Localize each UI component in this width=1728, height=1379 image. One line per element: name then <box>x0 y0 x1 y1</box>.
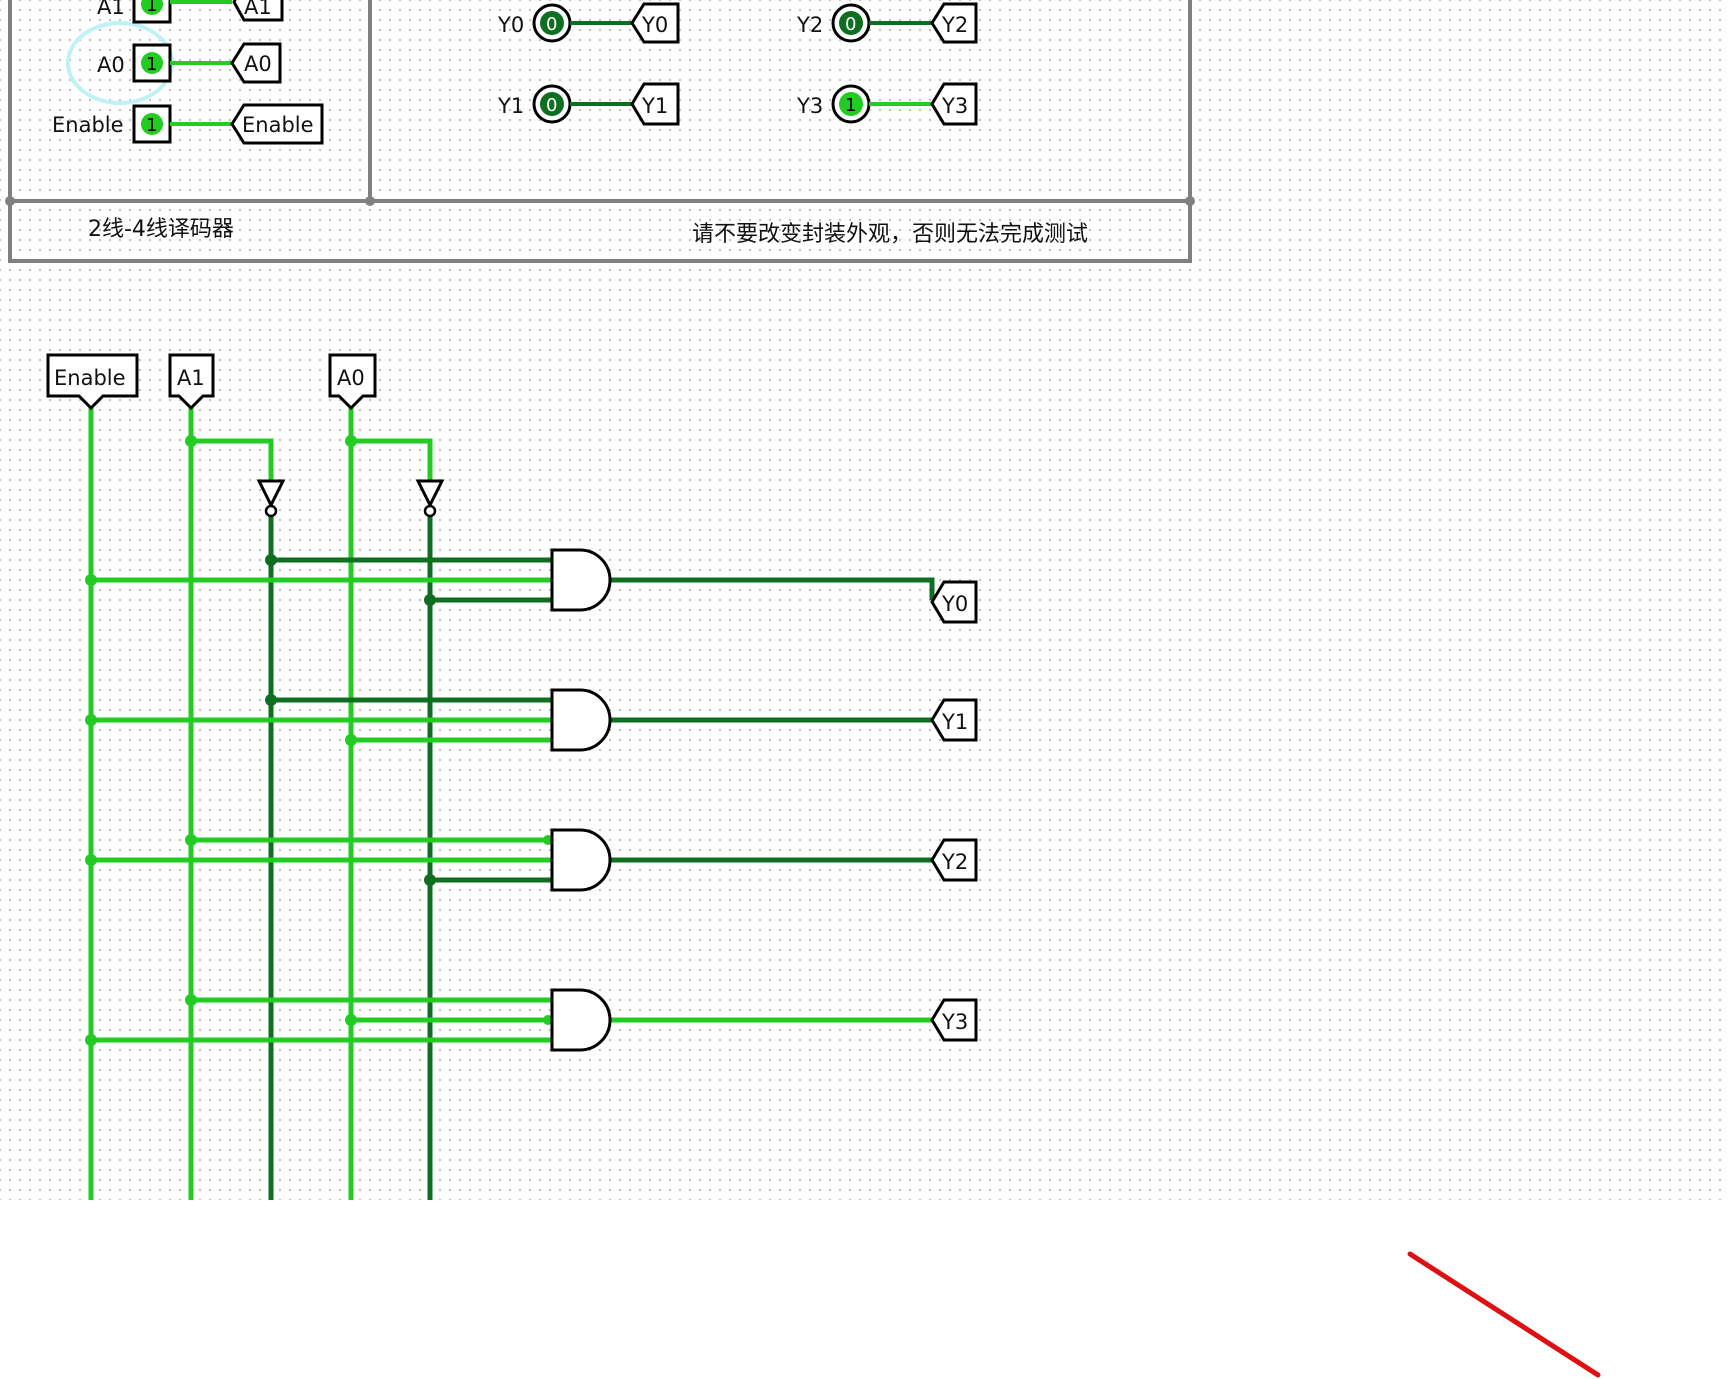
and-gate-y3[interactable] <box>550 988 612 1052</box>
package-appearance: A1 1 A1 A0 1 A0 Enable 1 Enable <box>5 0 1195 263</box>
tunnel-label: Enable <box>242 113 314 137</box>
tunnel-label: A0 <box>244 52 272 76</box>
tunnel-label: Y1 <box>941 710 968 734</box>
tunnel-label: A1 <box>244 0 272 19</box>
junction-dot <box>365 196 375 206</box>
tunnel-label: Y3 <box>941 1010 968 1034</box>
input-pin-a0[interactable]: A0 1 A0 <box>97 42 282 84</box>
output-pin-label: Y1 <box>497 94 524 118</box>
tunnel-y0[interactable]: Y0 <box>930 580 978 624</box>
output-pin-label: Y2 <box>796 13 823 37</box>
junction-dot <box>1185 196 1195 206</box>
output-pin-y2[interactable]: Y2 0 Y2 <box>796 2 978 44</box>
tunnel-label: Y0 <box>641 13 668 37</box>
input-pin-value: 1 <box>146 54 157 75</box>
output-pin-value: 0 <box>546 14 557 35</box>
tunnel-label: A0 <box>337 366 365 390</box>
a0-to-not-wire[interactable] <box>351 438 433 480</box>
tunnel-y1[interactable]: Y1 <box>930 698 978 742</box>
not-gate-a1[interactable] <box>256 479 286 518</box>
tunnel-label: A1 <box>177 366 205 390</box>
output-pin-y0[interactable]: Y0 0 Y0 <box>497 2 680 44</box>
blank-area <box>0 1200 1728 1379</box>
package-title: 2线-4线译码器 <box>88 217 234 242</box>
tunnel-label: Y2 <box>941 13 968 37</box>
input-pin-label: A1 <box>97 0 125 19</box>
output-pin-label: Y3 <box>796 94 823 118</box>
tunnel-label: Enable <box>54 366 126 390</box>
input-pin-a1[interactable]: A1 1 A1 <box>97 0 284 24</box>
tunnel-a1[interactable]: A1 <box>168 353 215 411</box>
output-pin-label: Y0 <box>497 13 524 37</box>
y0-output-wire[interactable] <box>610 577 935 600</box>
input-pin-label: Enable <box>52 113 124 137</box>
output-pin-value: 0 <box>845 14 856 35</box>
tunnel-y2[interactable]: Y2 <box>930 838 978 882</box>
output-pin-value: 1 <box>845 95 856 116</box>
tunnel-label: Y0 <box>941 592 968 616</box>
tunnel-enable[interactable]: Enable <box>46 353 139 411</box>
output-pin-value: 0 <box>546 95 557 116</box>
and-gate-y0[interactable] <box>550 548 612 612</box>
input-pin-value: 1 <box>146 115 157 136</box>
input-pin-enable[interactable]: Enable 1 Enable <box>52 103 324 145</box>
wire-junctions <box>85 435 553 1046</box>
tunnel-a0[interactable]: A0 <box>328 353 377 411</box>
input-pin-value: 1 <box>146 0 157 16</box>
package-warning: 请不要改变封装外观，否则无法完成测试 <box>692 222 1088 247</box>
tunnel-y3[interactable]: Y3 <box>930 998 978 1042</box>
tunnel-label: Y3 <box>941 94 968 118</box>
tunnel-label: Y2 <box>941 850 968 874</box>
package-outline <box>8 0 1192 263</box>
output-pin-y3[interactable]: Y3 1 Y3 <box>796 82 978 126</box>
tunnel-label: Y1 <box>641 94 668 118</box>
and-gate-y2[interactable] <box>550 828 612 892</box>
decoder-circuit: Enable A1 A0 Y0 Y1 Y2 Y3 <box>46 353 978 1200</box>
and-gate-y1[interactable] <box>550 688 612 752</box>
output-pin-y1[interactable]: Y1 0 Y1 <box>497 82 680 126</box>
a1-to-not-wire[interactable] <box>191 438 274 480</box>
junction-dot <box>5 196 15 206</box>
not-gate-a0[interactable] <box>415 479 445 518</box>
input-pin-label: A0 <box>97 53 125 77</box>
